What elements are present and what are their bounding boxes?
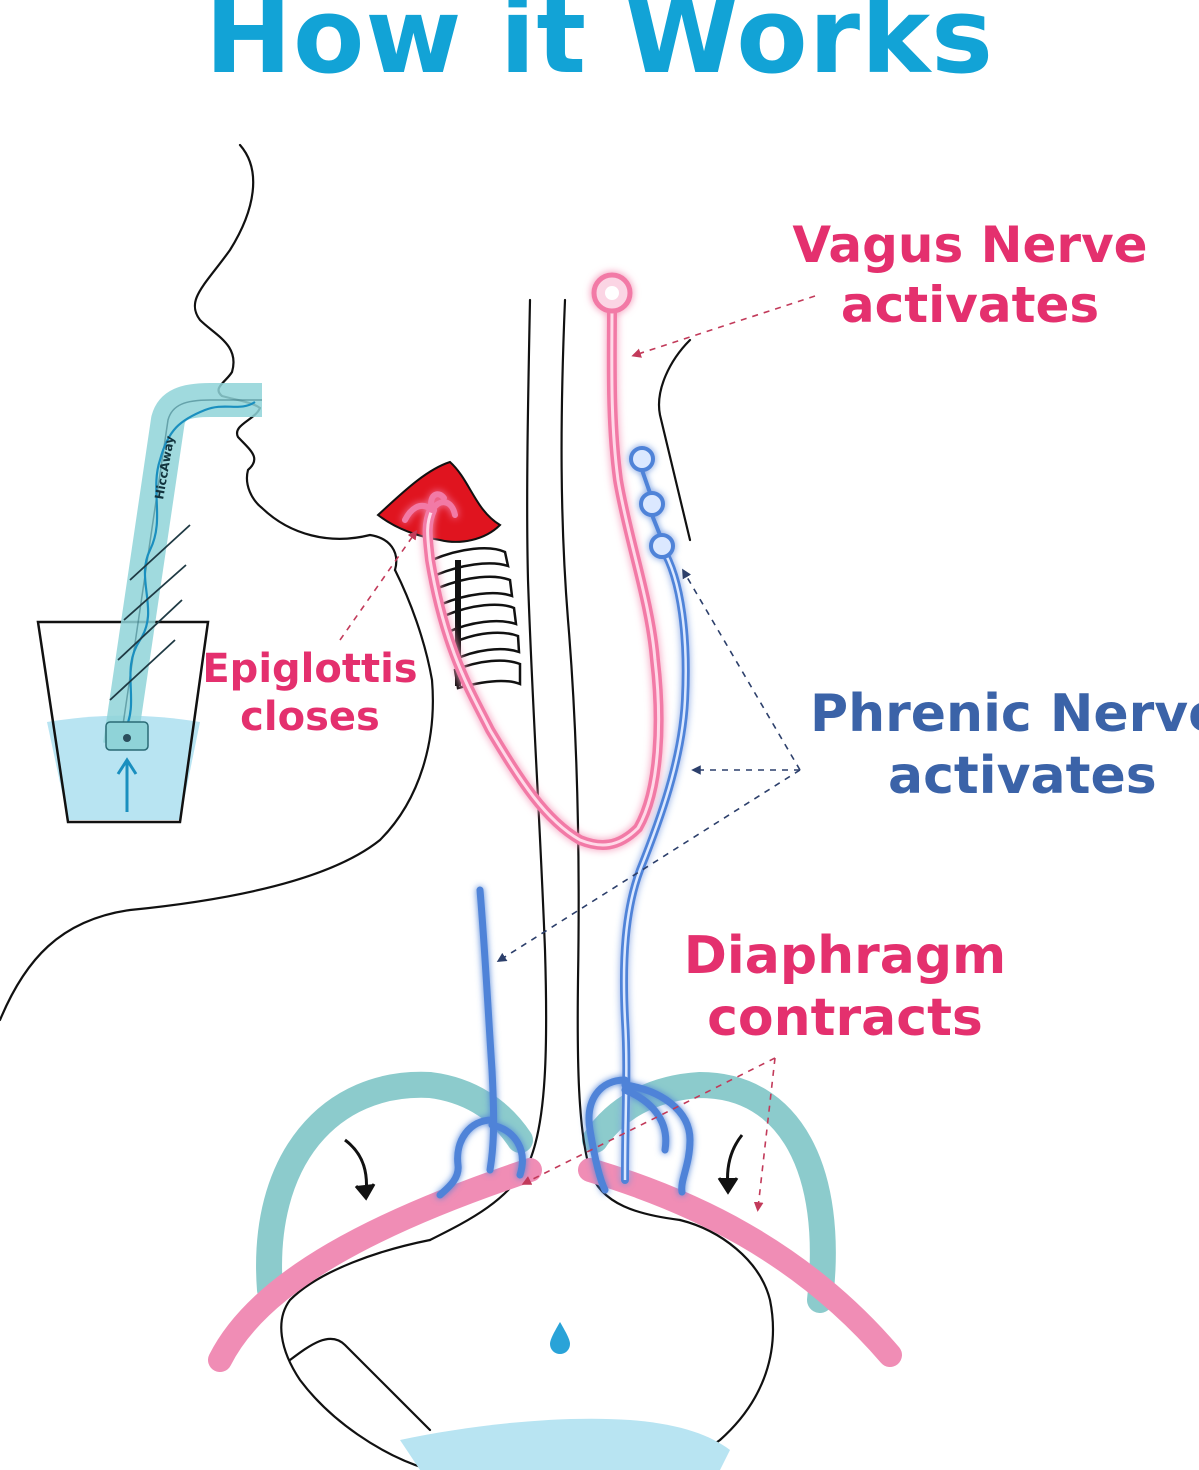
back-of-neck	[657, 338, 692, 542]
vagus-nerve-label: Vagus Nerve activates	[760, 215, 1180, 335]
phrenic-node-1	[629, 446, 655, 472]
stomach-fluid	[400, 1418, 730, 1470]
rib-left	[256, 1071, 533, 1303]
phrenic-right-loop	[585, 1076, 694, 1196]
phrenic-left-branch	[436, 886, 526, 1199]
straw-outline	[119, 399, 262, 746]
phrenic-node-2	[639, 491, 665, 517]
phrenic-node-3	[649, 533, 675, 559]
phrenic-label-line2: activates	[888, 746, 1157, 807]
arrow-up-icon	[116, 757, 138, 812]
phrenic-label-line1: Phrenic Nerve	[810, 684, 1199, 744]
diaphragm-pointer-left	[521, 1057, 776, 1185]
face-profile	[193, 143, 398, 572]
epiglottis-label-line2: closes	[240, 694, 380, 740]
vagus-branches	[402, 491, 458, 523]
diaphragm-label-line1: Diaphragm	[683, 926, 1007, 986]
phrenic-pointer-upper	[682, 568, 801, 771]
vagus-nerve-main	[422, 300, 664, 850]
diaphragm-left	[208, 1158, 542, 1372]
hiccaway-straw: HiccAway	[103, 383, 262, 812]
pointer-lines	[339, 295, 816, 1212]
vagus-pointer	[631, 295, 816, 358]
page-title: How it Works	[204, 0, 995, 97]
rib-cage	[256, 1071, 836, 1313]
epiglottis-label: Epiglottis closes	[195, 645, 425, 741]
phrenic-nerve-label: Phrenic Nerve activates	[810, 683, 1199, 808]
phrenic-nerve	[436, 446, 694, 1199]
diaphragm-right	[578, 1158, 902, 1367]
straw-inner-flow	[124, 401, 256, 731]
water-drop-icon	[550, 1322, 570, 1354]
diaphragm-arrows	[344, 1134, 744, 1201]
diaphragm-pointer-right	[753, 1057, 776, 1212]
diaphragm	[208, 1158, 902, 1372]
diaphragm-label: Diaphragm contracts	[660, 925, 1030, 1050]
vagus-label-line1: Vagus Nerve	[792, 216, 1148, 274]
stomach-inner-line	[288, 1337, 432, 1432]
epiglottis-pointer	[339, 529, 418, 641]
straw-valve-dot	[123, 734, 131, 742]
straw-stripes	[109, 524, 191, 701]
vagus-label-line2: activates	[840, 276, 1100, 334]
vagus-nerve	[402, 272, 664, 850]
diaphragm-label-line2: contracts	[707, 988, 983, 1049]
tracheal-rings	[430, 547, 522, 690]
epiglottis-label-line1: Epiglottis	[202, 646, 418, 692]
chest-outline	[0, 568, 434, 1022]
